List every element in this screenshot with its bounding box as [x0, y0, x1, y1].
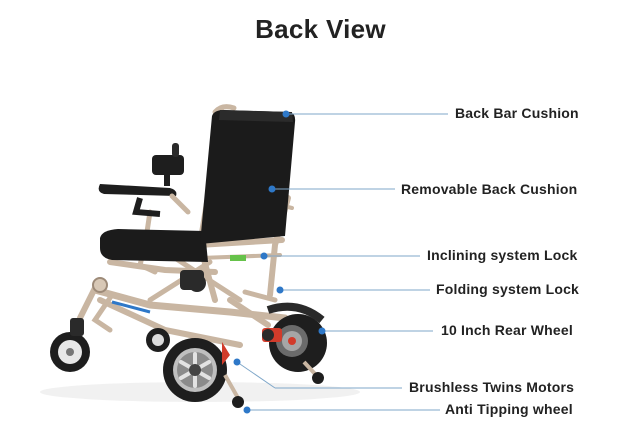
hinge-joint	[92, 277, 108, 293]
label-brushless-motors: Brushless Twins Motors	[409, 379, 575, 395]
label-anti-tipping-wheel: Anti Tipping wheel	[445, 401, 573, 417]
armrest-bar	[169, 193, 191, 215]
label-sticker	[230, 255, 246, 261]
page-title: Back View	[255, 14, 386, 44]
label-back-bar-cushion: Back Bar Cushion	[455, 105, 579, 121]
mudguard	[266, 302, 325, 324]
rear-caster-wheel	[146, 328, 170, 352]
anti-tipping-wheels	[223, 329, 324, 408]
leader-lines	[236, 113, 448, 411]
dot-brushless-motors	[233, 358, 241, 366]
back-bar-cushion	[219, 110, 293, 122]
dot-rear-wheel	[318, 327, 326, 335]
joystick-knob	[172, 143, 179, 157]
seat-cushion	[100, 229, 208, 262]
callout-dots	[233, 110, 326, 414]
front-caster-wheel	[50, 318, 90, 372]
label-inclining-system-lock: Inclining system Lock	[427, 247, 578, 263]
dot-anti-tipping-wheel	[243, 406, 251, 414]
brand-stripe	[111, 300, 151, 314]
label-folding-system-lock: Folding system Lock	[436, 281, 580, 297]
dot-removable-back-cushion	[268, 185, 276, 193]
armrest-support	[132, 197, 161, 217]
joystick-controller	[152, 155, 184, 175]
label-rear-wheel: 10 Inch Rear Wheel	[441, 322, 573, 338]
back-cushion	[200, 110, 296, 244]
rear-wheel-near	[163, 338, 230, 402]
dot-folding-system-lock	[276, 286, 284, 294]
label-removable-back-cushion: Removable Back Cushion	[401, 181, 578, 197]
dot-inclining-system-lock	[260, 252, 268, 260]
rear-wheel-motor	[262, 302, 327, 372]
dot-back-bar-cushion	[282, 110, 290, 118]
motor-red-cap	[222, 342, 230, 365]
lock-housing	[180, 270, 204, 290]
armrest	[98, 184, 177, 196]
